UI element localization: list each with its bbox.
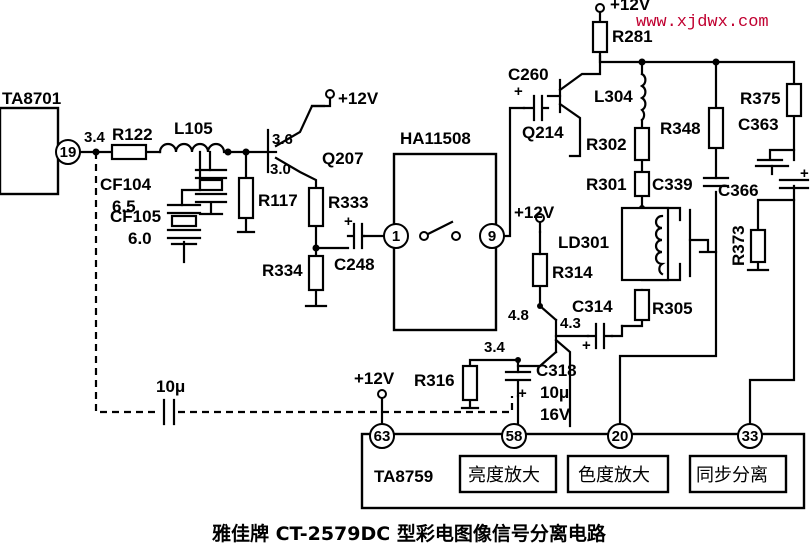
svg-text:3.0: 3.0 <box>270 161 291 178</box>
svg-text:R281: R281 <box>612 27 653 46</box>
filter-cf105: CF105 6.0 <box>110 203 202 248</box>
svg-text:4.3: 4.3 <box>560 315 581 332</box>
dashed-link-right <box>178 396 514 414</box>
svg-text:R301: R301 <box>586 175 627 194</box>
svg-text:10μ: 10μ <box>540 383 569 402</box>
capacitor-c339: C339 <box>652 175 730 194</box>
svg-text:+12V: +12V <box>354 369 395 388</box>
diagram-caption: 雅佳牌 CT-2579DC 型彩电图像信号分离电路 <box>212 522 607 545</box>
capacitor-c314: + C314 <box>572 297 613 354</box>
ic-ha11508: HA11508 1 9 <box>383 129 505 332</box>
ic-ta8759: TA8759 63 58 20 33 亮度放大 色度放大 同步分离 <box>360 423 806 510</box>
svg-text:L105: L105 <box>174 119 213 138</box>
svg-text:R122: R122 <box>112 125 153 144</box>
svg-text:同步分离: 同步分离 <box>696 465 768 486</box>
resistor-r122: R122 <box>110 125 153 161</box>
svg-text:+: + <box>514 83 523 100</box>
svg-text:+12V: +12V <box>338 89 379 108</box>
svg-text:3.6: 3.6 <box>272 131 293 148</box>
svg-text:C260: C260 <box>508 65 549 84</box>
resistor-r314: +12V R314 <box>514 203 593 288</box>
inductor-l304: L304 <box>594 72 647 122</box>
ic-ta8701: TA8701 19 <box>0 89 81 196</box>
svg-text:色度放大: 色度放大 <box>578 465 650 486</box>
capacitor-c363: C363 <box>738 115 779 134</box>
svg-text:16V: 16V <box>540 405 571 424</box>
svg-text:R302: R302 <box>586 135 627 154</box>
dashed-link <box>94 152 160 414</box>
capacitor-10u: 10μ <box>156 377 185 426</box>
svg-text:+: + <box>582 337 591 354</box>
resistor-r348: R348 <box>660 106 725 150</box>
bottom-transistor-voltages: 4.8 4.3 3.4 <box>484 307 581 356</box>
transistor-q207: Q207 +12V 3.6 3.0 <box>270 89 379 178</box>
svg-text:4.8: 4.8 <box>508 307 529 324</box>
svg-text:10μ: 10μ <box>156 377 185 396</box>
svg-text:3.4: 3.4 <box>484 339 506 356</box>
svg-text:+: + <box>344 213 353 230</box>
svg-text:+12V: +12V <box>514 203 555 222</box>
resistor-r305: R305 <box>633 288 693 322</box>
svg-text:R348: R348 <box>660 119 701 138</box>
svg-text:33: 33 <box>742 428 759 445</box>
svg-text:63: 63 <box>374 428 391 445</box>
voltage-pin19: 3.4 <box>84 129 106 146</box>
svg-text:L304: L304 <box>594 87 633 106</box>
resistor-r375: R375 <box>740 82 803 118</box>
capacitor-c248: + C248 <box>334 213 375 274</box>
svg-text:+: + <box>800 165 809 182</box>
svg-text:6.5: 6.5 <box>112 197 136 216</box>
svg-text:LD301: LD301 <box>558 233 609 252</box>
svg-text:58: 58 <box>506 428 523 445</box>
svg-text:Q207: Q207 <box>322 149 364 168</box>
svg-text:R333: R333 <box>328 193 369 212</box>
svg-text:+12V: +12V <box>610 0 651 14</box>
svg-text:19: 19 <box>60 144 77 161</box>
svg-text:R373: R373 <box>729 225 748 266</box>
resistor-r117: R117 <box>237 176 298 220</box>
svg-text:20: 20 <box>612 428 629 445</box>
resistor-r301: R301 <box>586 170 651 198</box>
svg-text:CF104: CF104 <box>100 175 152 194</box>
resistor-r334: R334 <box>262 254 325 292</box>
svg-text:R334: R334 <box>262 261 303 280</box>
watermark: www.xjdwx.com <box>636 13 769 32</box>
svg-text:TA8701: TA8701 <box>2 89 61 108</box>
svg-text:C318: C318 <box>536 361 577 380</box>
svg-text:R375: R375 <box>740 89 781 108</box>
delay-line-ld301: LD301 <box>558 206 670 282</box>
svg-text:C366: C366 <box>718 181 759 200</box>
svg-text:9: 9 <box>488 228 496 245</box>
inductor-l105: L105 <box>158 119 226 154</box>
svg-text:R117: R117 <box>258 191 298 210</box>
resistor-r333: R333 <box>307 186 369 228</box>
svg-text:R305: R305 <box>652 299 693 318</box>
svg-text:R316: R316 <box>414 371 455 390</box>
resistor-r281: +12V R281 <box>591 0 653 54</box>
svg-text:C339: C339 <box>652 175 693 194</box>
filter-cf104: CF104 6.5 <box>100 168 228 216</box>
capacitor-c260: + C260 <box>508 65 550 122</box>
resistor-r373: R373 <box>729 225 767 266</box>
capacitor-c366: + C366 <box>718 165 810 200</box>
transistor-q214: Q214 <box>522 123 564 142</box>
supply-pin63: +12V <box>354 369 395 399</box>
svg-text:HA11508: HA11508 <box>400 129 471 148</box>
resistor-r316: R316 <box>414 364 479 402</box>
svg-text:TA8759: TA8759 <box>374 467 433 486</box>
capacitor-c318: + C318 10μ 16V <box>504 361 577 424</box>
resistor-r302: R302 <box>586 126 651 162</box>
svg-text:C314: C314 <box>572 297 613 316</box>
svg-text:Q214: Q214 <box>522 123 564 142</box>
svg-text:1: 1 <box>392 228 400 245</box>
svg-text:C363: C363 <box>738 115 779 134</box>
svg-text:亮度放大: 亮度放大 <box>468 465 540 486</box>
svg-text:C248: C248 <box>334 255 375 274</box>
svg-text:+: + <box>518 385 527 402</box>
svg-text:6.0: 6.0 <box>128 229 152 248</box>
svg-text:CF105: CF105 <box>110 207 161 226</box>
svg-text:R314: R314 <box>552 263 593 282</box>
